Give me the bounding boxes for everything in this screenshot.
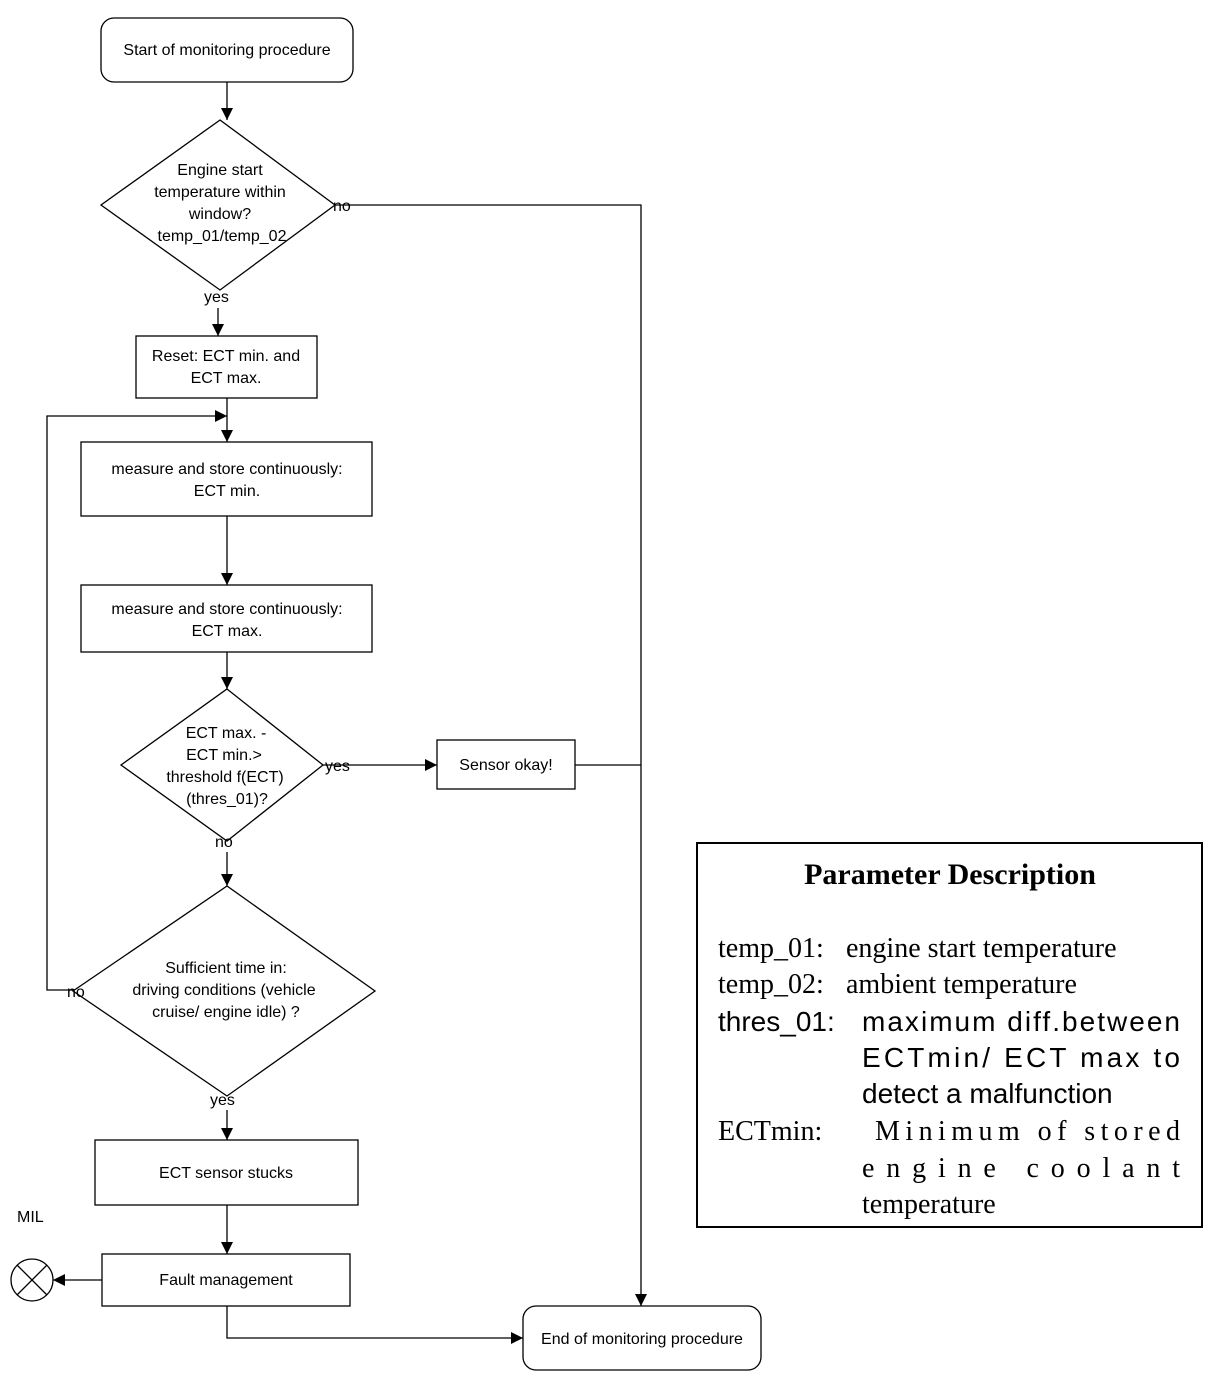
measure-max-line-2: ECT max.	[192, 623, 263, 640]
legend-thres01-desc-line-1: maximum diff.between	[862, 1006, 1180, 1037]
threshold-decision-line-3: threshold f(ECT)	[166, 769, 283, 786]
measure-min-line-2: ECT min.	[194, 483, 260, 500]
legend-temp01-term: temp_01:	[718, 933, 824, 964]
sensor-stuck-node: ECT sensor stucks	[94, 1139, 359, 1206]
legend-thres01-term: thres_01:	[718, 1006, 835, 1037]
time-decision-line-3: cruise/ engine idle) ?	[152, 1004, 300, 1021]
legend-ectmin-term: ECTmin:	[718, 1116, 822, 1147]
legend-temp02-desc: ambient temperature	[846, 969, 1077, 1000]
label-threshold-yes: yes	[325, 758, 350, 775]
reset-node: Reset: ECT min. and ECT max.	[135, 335, 318, 399]
threshold-decision-line-2: ECT min.>	[186, 747, 262, 764]
edge-fault-to-end	[226, 1306, 523, 1344]
fault-management-label: Fault management	[159, 1272, 293, 1289]
label-temp-yes: yes	[204, 289, 229, 306]
temp-decision-line-4: temp_01/temp_02	[158, 228, 287, 245]
label-temp-no: no	[333, 198, 351, 215]
legend-thres01-desc-line-2: ECTmin/ ECT max to	[862, 1042, 1180, 1073]
legend-title: Parameter Description	[804, 858, 1096, 891]
reset-line-2: ECT max.	[191, 370, 262, 387]
time-decision: Sufficient time in: driving conditions (…	[71, 885, 377, 1097]
end-node: End of monitoring procedure	[522, 1305, 762, 1371]
temp-decision-line-3: window?	[188, 206, 251, 223]
sensor-stuck-label: ECT sensor stucks	[159, 1165, 293, 1182]
label-time-yes: yes	[210, 1092, 235, 1109]
edge-labels: no yes yes no no yes	[67, 198, 351, 1109]
measure-min-line-1: measure and store continuously:	[111, 461, 342, 478]
measure-min-node: measure and store continuously: ECT min.	[80, 441, 373, 517]
threshold-decision-line-4: (thres_01)?	[186, 791, 268, 808]
edge-temp-no-to-end	[335, 204, 647, 1306]
sensor-okay-label: Sensor okay!	[459, 757, 552, 774]
temp-decision-line-1: Engine start	[177, 162, 263, 179]
fault-management-node: Fault management	[101, 1253, 351, 1307]
mil-label: MIL	[17, 1209, 44, 1226]
parameter-legend: Parameter Description temp_01: engine st…	[696, 842, 1203, 1228]
sensor-okay-node: Sensor okay!	[436, 739, 576, 790]
threshold-decision-line-1: ECT max. -	[186, 725, 267, 742]
threshold-decision: ECT max. - ECT min.> threshold f(ECT) (t…	[119, 688, 325, 842]
start-node: Start of monitoring procedure	[100, 17, 354, 83]
start-node-label: Start of monitoring procedure	[123, 42, 330, 59]
measure-max-line-1: measure and store continuously:	[111, 601, 342, 618]
label-time-no: no	[67, 984, 85, 1001]
time-decision-line-1: Sufficient time in:	[165, 960, 287, 977]
reset-line-1: Reset: ECT min. and	[152, 348, 300, 365]
edge-time-no-loop-back	[46, 410, 227, 991]
time-decision-line-2: driving conditions (vehicle	[132, 982, 315, 999]
measure-max-node: measure and store continuously: ECT max.	[80, 584, 373, 653]
mil-lamp: MIL	[10, 1209, 54, 1302]
end-node-label: End of monitoring procedure	[541, 1331, 743, 1348]
temp-window-decision: Engine start temperature within window? …	[99, 119, 337, 291]
label-threshold-no: no	[215, 834, 233, 851]
legend-ectmin-desc-line-3: temperature	[862, 1189, 996, 1220]
connectors	[46, 82, 647, 1344]
temp-decision-line-2: temperature within	[154, 184, 286, 201]
legend-thres01-desc-line-3: detect a malfunction	[862, 1078, 1113, 1109]
legend-temp02-term: temp_02:	[718, 969, 824, 1000]
legend-ectmin-desc-line-1: Minimum of stored	[875, 1116, 1180, 1147]
legend-temp01-desc: engine start temperature	[846, 933, 1117, 964]
